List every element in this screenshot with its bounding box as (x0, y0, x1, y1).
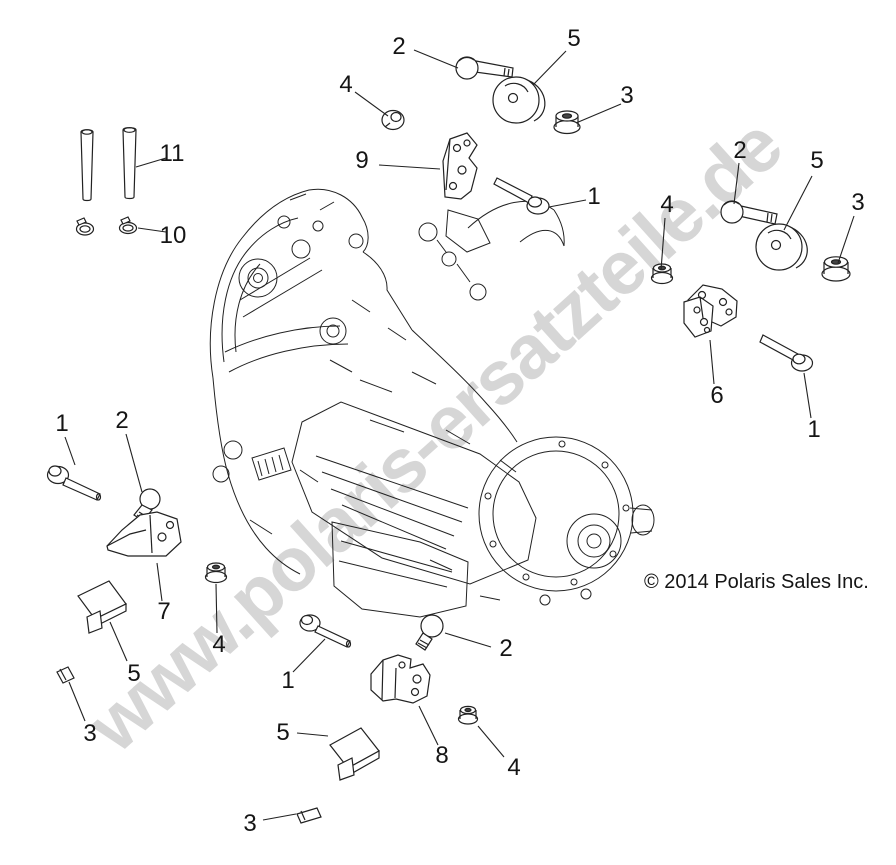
callout-label: 11 (159, 140, 185, 167)
part-flange-nut-small-mid-icon (204, 562, 228, 584)
callout-label: 4 (660, 191, 674, 218)
leader-lines (64, 49, 855, 821)
callout-label: 5 (276, 719, 290, 746)
part-hex-bolt-top-icon (493, 177, 550, 215)
callout-label: 5 (810, 147, 824, 174)
part-mount-puck-right-icon (755, 223, 808, 271)
part-flange-nut-small-bottom-icon (457, 705, 479, 725)
part-flange-nut-top-icon (553, 110, 581, 135)
callout-label: 3 (620, 82, 634, 109)
callout-label: 1 (587, 183, 601, 210)
callout-label: 1 (807, 416, 821, 443)
callout-label: 3 (851, 189, 865, 216)
part-flange-nut-right-icon (821, 256, 851, 282)
part-bracket-6-icon (683, 284, 738, 338)
part-mount-puck-top-icon (492, 76, 546, 124)
part-button-screw-top-icon (455, 56, 514, 80)
part-spacer-tubes-icon (80, 127, 137, 202)
part-spacer-left-icon (56, 666, 75, 684)
callout-label: 7 (157, 598, 171, 625)
part-bracket-8-icon (370, 654, 431, 704)
part-flange-screw-topleft-icon (381, 109, 405, 131)
callout-label: 3 (83, 720, 97, 747)
part-hex-bolt-bottom-icon (299, 614, 352, 648)
part-button-screw-bottom-icon (415, 614, 444, 651)
part-mount-block-left-icon (77, 580, 127, 634)
callout-label: 2 (115, 407, 129, 434)
part-hose-clamps-icon (75, 216, 138, 236)
callout-label: 6 (710, 382, 724, 409)
callout-label: 5 (567, 25, 581, 52)
callout-label: 5 (127, 660, 141, 687)
part-button-screw-right-icon (720, 200, 778, 225)
part-hex-bolt-right-icon (759, 334, 814, 372)
part-bracket-9-icon (442, 132, 478, 200)
callout-label: 3 (243, 810, 257, 837)
part-flange-nut-small-right-icon (650, 263, 674, 285)
callout-label: 4 (212, 631, 226, 658)
callout-label: 9 (355, 147, 369, 174)
callout-label: 4 (339, 71, 353, 98)
part-hex-bolt-left-icon (46, 465, 102, 501)
part-bracket-7-icon (106, 511, 182, 557)
callout-label: 2 (499, 635, 513, 662)
callout-label: 2 (392, 33, 406, 60)
part-mount-block-bottom-icon (329, 727, 380, 781)
callout-label: 10 (159, 222, 187, 249)
copyright-text: © 2014 Polaris Sales Inc. (644, 571, 869, 593)
engine-assembly-drawing (209, 188, 655, 618)
part-spacer-bottom-icon (296, 807, 322, 824)
callout-label: 8 (435, 742, 449, 769)
callout-label: 4 (507, 754, 521, 781)
callout-label: 1 (281, 667, 295, 694)
callout-label: 2 (733, 137, 747, 164)
callout-label: 1 (55, 410, 69, 437)
